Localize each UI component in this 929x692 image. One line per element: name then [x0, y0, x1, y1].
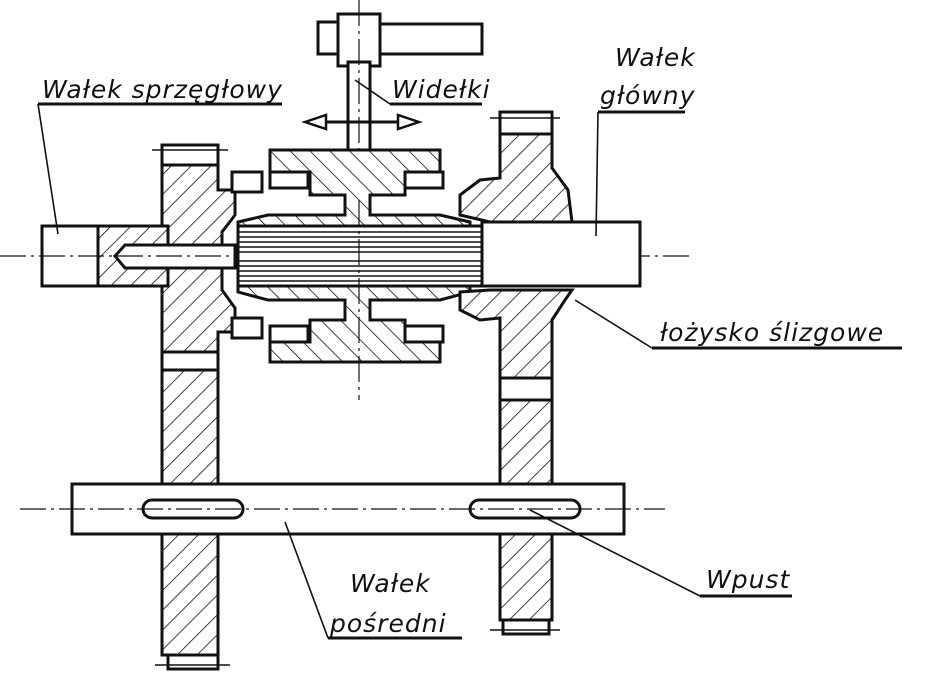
- sliding-clutch-sleeve: [236, 148, 484, 400]
- label-intermediate-shaft-line2: pośredni: [329, 609, 447, 638]
- label-plain-bearing: łożysko ślizgowe: [660, 318, 884, 347]
- label-intermediate-shaft-line1: Wałek: [350, 569, 431, 598]
- main-shaft: [480, 220, 642, 288]
- right-main-gear: [458, 110, 575, 636]
- label-fork: Widełki: [392, 75, 491, 104]
- leader-lines: [37, 79, 902, 640]
- fork-lever: [316, 0, 484, 196]
- label-main-shaft-line2: główny: [600, 81, 696, 110]
- label-coupling-shaft: Wałek sprzęgłowy: [42, 75, 283, 104]
- spline-lines: [238, 231, 482, 282]
- intermediate-shaft: [20, 482, 665, 536]
- sliding-direction-arrow: [301, 113, 423, 131]
- label-main-shaft-line1: Wałek: [615, 43, 696, 72]
- label-key: Wpust: [706, 565, 790, 594]
